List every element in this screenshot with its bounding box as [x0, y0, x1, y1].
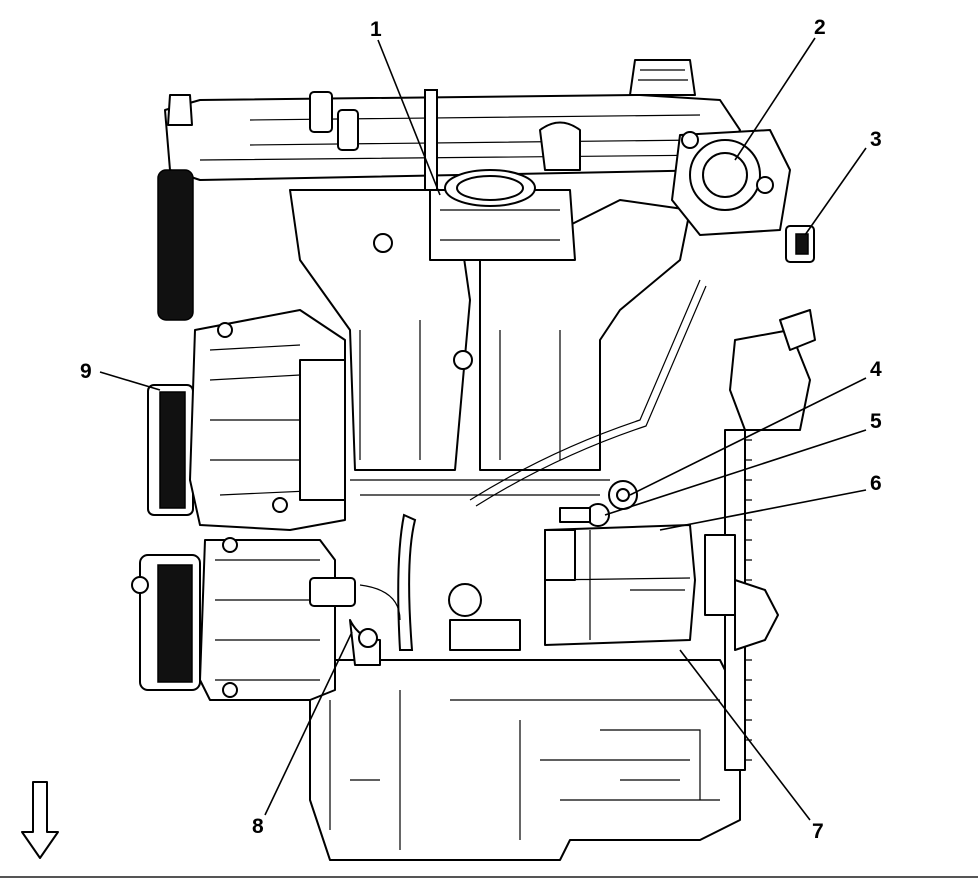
- intake-manifold: [289, 189, 691, 496]
- starter: [544, 524, 736, 646]
- component-2: [671, 129, 791, 236]
- cylinder-head: [164, 59, 741, 181]
- down-arrow-icon: [21, 781, 59, 859]
- thermostat-housing: [539, 121, 816, 431]
- callout-9: 9: [80, 360, 92, 383]
- pulleys: [131, 169, 201, 691]
- callout-2: 2: [814, 16, 826, 39]
- callout-1: 1: [370, 18, 382, 41]
- callout-7: 7: [812, 820, 824, 843]
- callout-5: 5: [870, 410, 882, 433]
- generator: [189, 309, 346, 531]
- callout-4: 4: [870, 358, 882, 381]
- connector-3: [785, 225, 815, 263]
- throttle-body: [429, 169, 576, 261]
- callout-8: 8: [252, 815, 264, 838]
- callout-6: 6: [870, 472, 882, 495]
- leader-lines: [99, 37, 867, 821]
- callout-3: 3: [870, 128, 882, 151]
- sensor-4: [608, 480, 638, 510]
- sensor-5: [559, 503, 610, 527]
- bottom-rule: [0, 876, 978, 878]
- callouts: 1 2 3 4 5 6 7 8 9: [80, 16, 882, 843]
- ac-compressor: [199, 537, 336, 701]
- engine-block: [309, 659, 741, 861]
- oil-filter: [448, 583, 521, 651]
- connector-8: [309, 577, 401, 666]
